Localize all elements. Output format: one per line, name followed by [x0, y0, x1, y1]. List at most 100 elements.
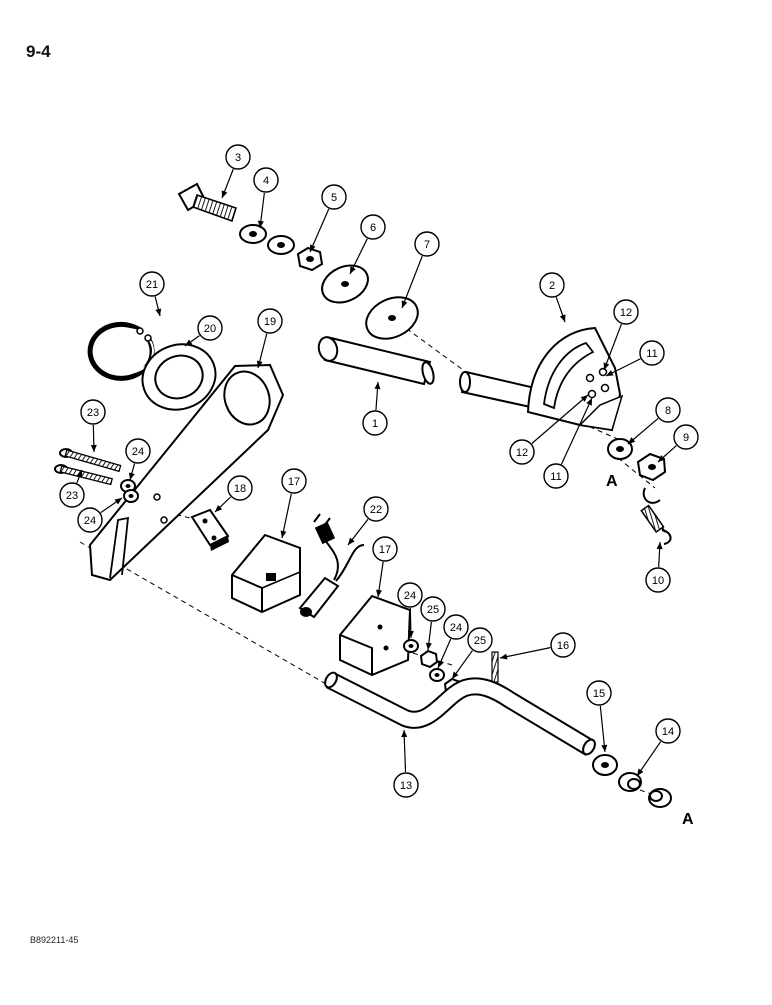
callout-circle	[539, 272, 565, 298]
callout-circle	[586, 680, 612, 706]
callout-25: 25	[420, 596, 446, 651]
callout-label: 15	[593, 688, 605, 700]
callout-arrowhead	[637, 768, 644, 776]
callout-arrowhead	[221, 190, 228, 198]
callout-label: 17	[379, 544, 391, 556]
callout-3: 3	[221, 144, 251, 199]
callout-arrowhead	[128, 472, 135, 480]
callout-15: 15	[586, 680, 612, 753]
callout-leader	[281, 493, 292, 539]
shaft-bushings	[592, 754, 672, 808]
callout-label: 23	[87, 407, 99, 419]
callout-22: 22	[347, 496, 389, 546]
callout-arrowhead	[374, 382, 381, 390]
pedal-arm	[459, 326, 624, 432]
callout-arrowhead	[280, 530, 287, 538]
callout-leader	[603, 323, 622, 371]
spring	[640, 487, 672, 545]
lock-washers	[120, 479, 139, 503]
callout-17: 17	[372, 536, 398, 598]
callout-circle	[550, 632, 576, 658]
callout-16: 16	[499, 632, 576, 660]
callouts: 1234567891011111212131415161717181920212…	[59, 144, 699, 798]
callout-label: 12	[516, 447, 528, 459]
callout-circle	[362, 410, 388, 436]
callout-label: 4	[263, 175, 269, 187]
washer-nut	[607, 438, 667, 482]
callout-label: 9	[683, 432, 689, 444]
callout-arrowhead	[401, 730, 408, 738]
callout-circle	[77, 507, 103, 533]
callout-circle	[360, 214, 386, 240]
callout-24: 24	[77, 497, 123, 533]
callout-circle	[372, 536, 398, 562]
callout-label: 6	[370, 222, 376, 234]
callout-24: 24	[437, 614, 469, 669]
callout-circle	[197, 315, 223, 341]
callout-label: 11	[646, 348, 657, 360]
callout-circle	[363, 496, 389, 522]
callout-arrowhead	[628, 437, 636, 444]
callout-2: 2	[539, 272, 566, 323]
switch	[298, 513, 365, 619]
callout-label: 5	[331, 192, 337, 204]
callout-circle	[414, 231, 440, 257]
callout-label: 24	[404, 590, 416, 602]
callout-circle	[509, 439, 535, 465]
callout-arrowhead	[407, 630, 414, 638]
callout-circle	[420, 596, 446, 622]
callout-11: 11	[605, 340, 665, 377]
callout-arrowhead	[425, 642, 432, 650]
callout-label: 8	[665, 405, 671, 417]
callout-label: 17	[288, 476, 300, 488]
callout-label: 13	[400, 780, 412, 792]
callout-label: 25	[427, 604, 439, 616]
callout-circle	[613, 299, 639, 325]
callout-label: 16	[557, 640, 569, 652]
nut	[296, 246, 324, 272]
callout-arrowhead	[310, 244, 316, 252]
callout-label: 24	[84, 515, 96, 527]
callout-arrowhead	[401, 300, 408, 308]
callout-arrowhead	[76, 470, 83, 478]
callout-6: 6	[349, 214, 386, 275]
callout-leader	[499, 647, 551, 659]
callout-arrowhead	[155, 308, 162, 316]
callout-label: 24	[450, 622, 462, 634]
callout-circle	[321, 184, 347, 210]
spacer-block	[190, 508, 230, 551]
callout-arrowhead	[586, 398, 592, 406]
cross-shaft	[324, 671, 596, 756]
callout-leader	[599, 705, 606, 753]
thrust-washer	[141, 343, 217, 411]
callout-arrowhead	[656, 542, 663, 550]
callout-arrowhead	[559, 314, 566, 322]
callout-1: 1	[362, 381, 388, 436]
callout-arrowhead	[257, 220, 264, 228]
callout-23: 23	[80, 399, 106, 453]
callout-arrowhead	[580, 395, 588, 402]
callout-circle	[543, 463, 569, 489]
callout-label: 1	[372, 418, 378, 430]
callout-arrowhead	[350, 266, 356, 274]
callout-arrowhead	[500, 653, 508, 660]
callout-circle	[397, 582, 423, 608]
callout-label: 2	[549, 280, 555, 292]
callout-18: 18	[214, 475, 253, 513]
callout-circle	[645, 567, 671, 593]
callout-20: 20	[184, 315, 223, 347]
roll-pin	[491, 651, 499, 683]
callout-arrowhead	[658, 455, 666, 462]
callout-13: 13	[393, 729, 419, 798]
callout-label: 19	[264, 316, 276, 328]
callout-circle	[639, 340, 665, 366]
callout-circle	[59, 482, 85, 508]
callout-8: 8	[627, 397, 681, 445]
callout-circle	[393, 772, 419, 798]
callout-label: 3	[235, 152, 241, 164]
disc	[321, 264, 419, 340]
callout-arrowhead	[606, 370, 614, 376]
callout-arrowhead	[185, 339, 193, 346]
